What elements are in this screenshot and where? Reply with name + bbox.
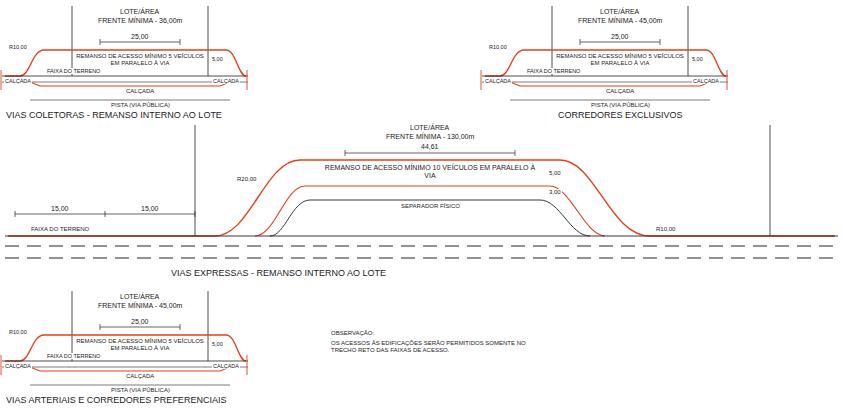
sidewalk-label: CALÇADA <box>212 363 240 369</box>
radius-dimension: R10,00 <box>8 329 28 335</box>
separator-label: SEPARADOR FÍSICO <box>400 203 461 210</box>
lot-label: LOTE/ÁREA <box>119 8 160 16</box>
sidewalk-label: CALÇADA <box>605 88 635 95</box>
plot-strip-label: FAIXA DO TERRENO <box>526 68 581 74</box>
exclusive-corridor-panel <box>481 6 728 100</box>
lot-label: LOTE/ÁREA <box>409 124 450 132</box>
dimension-text: 5,00 <box>211 56 224 62</box>
lot-label: LOTE/ÁREA <box>599 8 640 16</box>
arterial-lane-panel <box>1 291 248 385</box>
radius-dimension: R20,00 <box>236 176 257 183</box>
dimension-text: 25,00 <box>130 318 150 326</box>
dimension-text: 5,00 <box>548 170 562 177</box>
section-title: VIAS EXPRESSAS - REMANSO INTERNO AO LOTE <box>170 268 387 278</box>
frontage-label: FRENTE MÍNIMA - 36,00m <box>97 17 183 25</box>
plot-strip-label: FAIXA DO TERRENO <box>30 226 90 233</box>
sidewalk-label: CALÇADA <box>4 363 32 369</box>
lane-label: REMANSO DE ACESSO MÍNIMO 10 VEÍCULOS EM … <box>319 164 541 180</box>
radius-dimension: R10,00 <box>488 44 508 50</box>
section-title: CORREDORES EXCLUSIVOS <box>557 110 684 120</box>
sidewalk-label: CALÇADA <box>484 78 512 84</box>
dimension-text: 25,00 <box>130 33 150 41</box>
dimension-text: 3,00 <box>548 189 562 196</box>
road-label: PISTA (VIA PÚBLICA) <box>110 387 171 394</box>
expressway-panel <box>5 125 838 258</box>
dimension-text: 25,00 <box>610 33 630 41</box>
section-title: VIAS COLETORAS - REMANSO INTERNO AO LOTE <box>5 110 223 120</box>
sidewalk-label: CALÇADA <box>212 78 240 84</box>
frontage-label: FRENTE MÍNIMA - 45,00m <box>97 302 183 310</box>
lane-label: REMANSO DE ACESSO MÍNIMO 5 VEÍCULOS EM P… <box>74 338 206 352</box>
dimension-text: 5,00 <box>691 56 704 62</box>
sidewalk-label: CALÇADA <box>692 78 720 84</box>
frontage-label: FRENTE MÍNIMA - 45,00m <box>577 17 663 25</box>
note-text: OS ACESSOS ÀS EDIFICAÇÕES SERÃO PERMITID… <box>330 340 542 354</box>
plot-strip-label: FAIXA DO TERRENO <box>46 353 101 359</box>
dimension-text: 5,00 <box>211 341 224 347</box>
dimension-text: 15,00 <box>50 205 70 213</box>
sidewalk-label: CALÇADA <box>125 373 155 380</box>
dimension-text: 44,61 <box>420 143 440 151</box>
lane-label: REMANSO DE ACESSO MÍNIMO 5 VEÍCULOS EM P… <box>74 53 206 67</box>
lane-label: REMANSO DE ACESSO MÍNIMO 5 VEÍCULOS EM P… <box>554 53 686 67</box>
radius-dimension: R10,00 <box>8 44 28 50</box>
collector-lane-panel <box>1 6 248 100</box>
road-label: PISTA (VIA PÚBLICA) <box>110 102 171 109</box>
lot-label: LOTE/ÁREA <box>119 293 160 301</box>
radius-dimension: R10,00 <box>655 226 676 233</box>
frontage-label: FRENTE MÍNIMA - 130,00m <box>385 133 475 141</box>
dimension-text: 15,00 <box>140 205 160 213</box>
road-label: PISTA (VIA PÚBLICA) <box>590 102 651 109</box>
section-title: VIAS ARTERIAIS E CORREDORES PREFERENCIAI… <box>5 395 227 405</box>
note-heading: OBSERVAÇÃO: <box>330 330 375 337</box>
sidewalk-label: CALÇADA <box>125 88 155 95</box>
plot-strip-label: FAIXA DO TERRENO <box>46 68 101 74</box>
sidewalk-label: CALÇADA <box>4 78 32 84</box>
